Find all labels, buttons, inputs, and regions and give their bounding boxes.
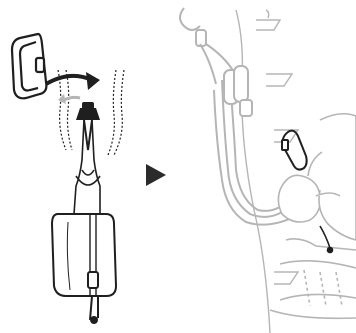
right-illustration — [170, 0, 356, 333]
quick-link-icon — [76, 102, 100, 150]
hand-holding-device — [278, 114, 356, 240]
carabiner-icon — [12, 34, 46, 98]
bottom-buckle — [88, 272, 98, 323]
curved-arrow-icon — [46, 72, 100, 104]
step-panel-left — [0, 0, 140, 333]
left-illustration — [0, 0, 140, 333]
anchor-ring-icon — [180, 8, 206, 46]
harness-leg — [270, 239, 356, 318]
carabiner-icon — [224, 66, 252, 116]
play-triangle-icon — [140, 160, 170, 190]
wall-rungs — [236, 10, 298, 333]
webbing-strap — [74, 120, 100, 214]
rope-tail — [320, 226, 333, 253]
gear-pouch — [52, 214, 116, 296]
step-panel-right — [170, 0, 356, 333]
